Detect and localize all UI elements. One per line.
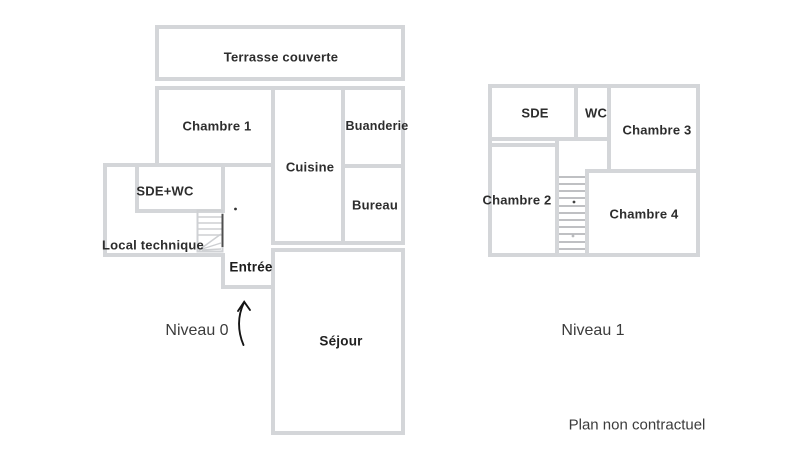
room-label-entree: Entrée <box>229 259 273 275</box>
room-label-chambre-4: Chambre 4 <box>609 206 679 222</box>
room-label-chambre-3: Chambre 3 <box>622 122 692 138</box>
room-label-terrasse-couverte: Terrasse couverte <box>223 49 339 65</box>
room-label-buanderie: Buanderie <box>345 119 409 133</box>
room-label-local-technique: Local technique <box>102 237 204 253</box>
niveau0-walls <box>103 25 405 435</box>
room-label-wc: WC <box>584 105 608 121</box>
room-label-bureau: Bureau <box>352 197 398 213</box>
level-caption-niveau-0: Niveau 0 <box>165 322 229 339</box>
room-label-sde: SDE <box>521 105 549 121</box>
room-label-sejour: Séjour <box>319 333 363 349</box>
niveau0-staircase-icon <box>196 207 237 253</box>
niveau1-walls <box>488 84 700 257</box>
niveau1-staircase-icon <box>559 176 585 250</box>
plan-disclaimer: Plan non contractuel <box>568 416 706 434</box>
level-caption-niveau-1: Niveau 1 <box>561 322 625 339</box>
room-label-sde-wc: SDE+WC <box>136 183 194 199</box>
room-label-cuisine: Cuisine <box>285 159 335 175</box>
room-label-chambre-1: Chambre 1 <box>182 118 252 134</box>
room-label-chambre-2: Chambre 2 <box>482 192 552 208</box>
up-arrow-icon <box>237 300 251 346</box>
